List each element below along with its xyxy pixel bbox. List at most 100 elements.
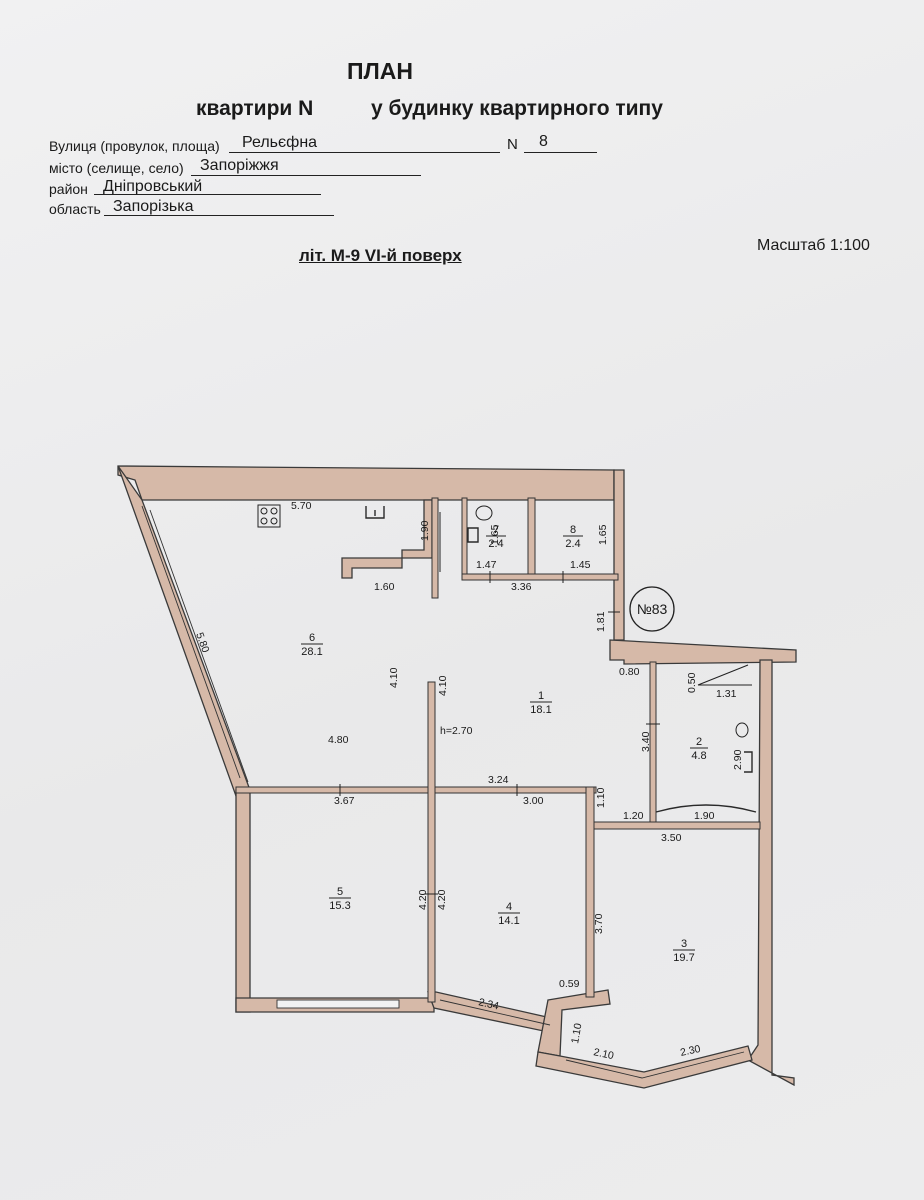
room-1-area: 18.1	[530, 704, 551, 716]
dimension-label: 1.81	[595, 611, 607, 632]
dimension-label: 1.90	[419, 520, 431, 541]
room-7-number: 7	[493, 524, 499, 536]
plan-title: ПЛАН	[347, 58, 413, 84]
door-arc	[655, 804, 757, 813]
number-label: N	[507, 136, 518, 153]
district-value: Дніпровський	[103, 178, 203, 195]
sink-icon	[365, 506, 385, 519]
number-underline	[524, 152, 597, 153]
level-label: літ. М-9 VI-й поверх	[299, 246, 462, 265]
dimension-label: 3.36	[511, 581, 532, 593]
dimension-label: 1.31	[716, 688, 737, 700]
room-2-number: 2	[696, 736, 702, 748]
building-type-label: у будинку квартирного типу	[371, 97, 663, 120]
ceiling-height: h=2.70	[440, 725, 473, 737]
wall-right-lower	[747, 659, 795, 1087]
wall-bay-bottom	[535, 1045, 753, 1089]
window-room3	[565, 1051, 745, 1079]
room-8-number: 8	[570, 524, 576, 536]
dimension-label: 4.10	[388, 667, 400, 688]
dimension-label: 4.20	[417, 889, 429, 910]
wall-room1-3	[593, 821, 761, 830]
city-value: Запоріжжя	[200, 157, 279, 174]
dimension-label: 3.70	[593, 913, 605, 934]
dimension-label: 3.67	[334, 795, 355, 807]
dimension-label: 1.65	[597, 524, 609, 545]
window-room5	[276, 999, 400, 1009]
room-2-area: 4.8	[691, 750, 706, 762]
dimension-label: 1.65	[489, 524, 501, 545]
dimension-label: 3.50	[661, 832, 682, 844]
dimension-label: 0.59	[559, 978, 580, 990]
burner-icon	[270, 517, 278, 525]
wall-wc7-right	[461, 497, 468, 577]
wall-left-diagonal	[117, 465, 251, 797]
dimension-label: 2.30	[679, 1043, 702, 1059]
dimension-label: 1.10	[595, 787, 607, 808]
region-label: область	[49, 201, 101, 217]
dimension-label: 3.00	[523, 795, 544, 807]
wall-top	[117, 465, 615, 501]
dimension-label: 3.24	[488, 774, 509, 786]
wall-horizontal-mid	[235, 786, 597, 794]
city-label: місто (селище, село)	[49, 160, 184, 176]
room-6-area: 28.1	[301, 646, 322, 658]
apartment-label: квартири N	[196, 97, 314, 120]
dimension-label: 1.10	[569, 1022, 584, 1044]
room-8-area: 2.4	[565, 538, 580, 550]
room-3-area: 19.7	[673, 952, 694, 964]
toilet-icon	[475, 505, 493, 521]
room-6-number: 6	[309, 632, 315, 644]
burner-icon	[270, 507, 278, 515]
district-label: район	[49, 181, 88, 197]
window-left-inner	[141, 505, 241, 779]
room-1-number: 1	[538, 690, 544, 702]
room-5-area: 15.3	[329, 900, 350, 912]
burner-icon	[260, 507, 268, 515]
room-3-number: 3	[681, 938, 687, 950]
wall-right-upper	[613, 469, 625, 641]
street-underline	[229, 152, 500, 153]
district-underline	[94, 194, 321, 195]
wall-left-lower	[235, 789, 251, 1013]
apartment-badge	[629, 586, 675, 632]
dimension-label: 5.70	[291, 500, 312, 512]
wall-bay-left	[427, 991, 561, 1035]
wall-room8-left	[527, 497, 536, 577]
wall-room4-5	[427, 681, 436, 1003]
number-value: 8	[539, 133, 548, 150]
dimension-label: 4.20	[436, 889, 448, 910]
room-4-number: 4	[506, 901, 512, 913]
wall-wc7-left	[431, 497, 439, 599]
street-value: Рельєфна	[242, 134, 318, 151]
wall-bath	[649, 661, 657, 823]
washbasin-icon	[467, 527, 479, 543]
dimension-label: 2.90	[732, 749, 744, 770]
washbasin-icon	[744, 751, 753, 773]
region-value: Запорізька	[113, 198, 194, 215]
dimension-label: 0.50	[686, 672, 698, 693]
dimension-label: 1.47	[476, 559, 497, 571]
burner-icon	[260, 517, 268, 525]
dimension-label: 4.10	[437, 675, 449, 696]
wall-room3-4	[585, 786, 595, 998]
city-underline	[191, 175, 421, 176]
bath-diagonal	[697, 664, 749, 686]
wall-entrance-corner	[609, 639, 797, 665]
dimension-label: 2.10	[592, 1046, 615, 1062]
dimension-label: 1.20	[623, 810, 644, 822]
room-4-area: 14.1	[498, 915, 519, 927]
toilet-icon	[735, 722, 749, 738]
dimension-label: 0.80	[619, 666, 640, 678]
dimension-label: 1.90	[694, 810, 715, 822]
dimension-label: 3.40	[640, 731, 652, 752]
scale-label: Масштаб 1:100	[757, 237, 870, 254]
dimension-label: 1.45	[570, 559, 591, 571]
dimension-label: 1.60	[374, 581, 395, 593]
room-5-number: 5	[337, 886, 343, 898]
window-room4	[439, 999, 551, 1026]
stove-icon	[257, 504, 281, 528]
room-7-area: 2.4	[488, 538, 503, 550]
apartment-badge-text: №83	[637, 601, 668, 617]
